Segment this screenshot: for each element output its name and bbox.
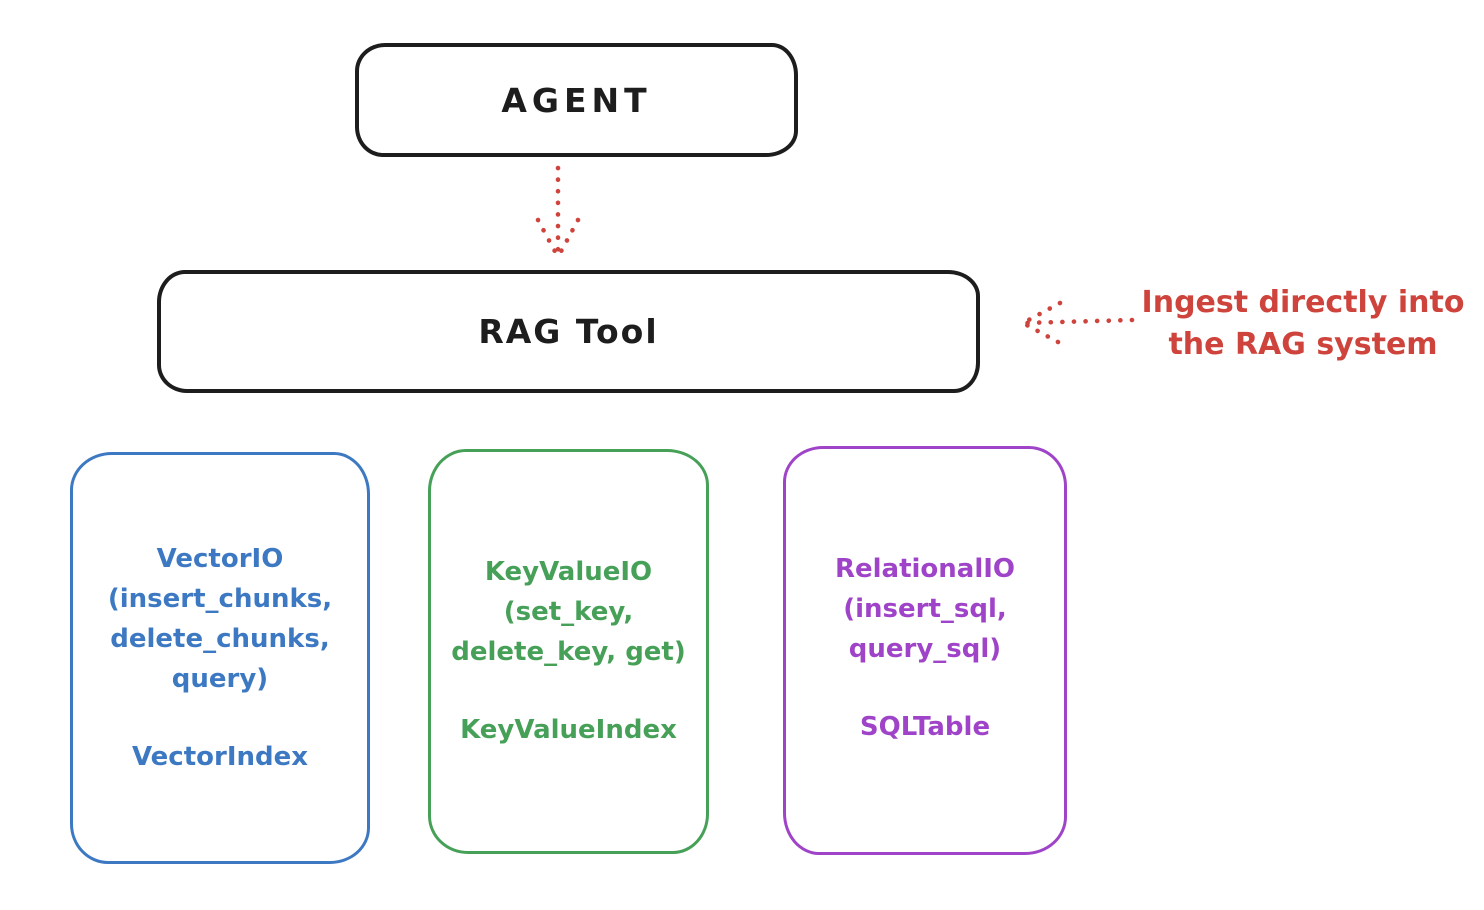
keyvalue-index-label: KeyValueIndex [460,715,677,745]
vector-io-box: VectorIO (insert_chunks, delete_chunks, … [70,452,370,864]
agent-box: AGENT [355,43,798,157]
ingest-annotation: Ingest directly into the RAG system [1128,282,1478,366]
ingest-annotation-line2: the RAG system [1168,327,1438,362]
keyvalue-io-box-title: KeyValueIO [484,557,653,587]
sql-table-label: SQLTable [859,712,991,742]
keyvalue-io-box: KeyValueIO (set_key, delete_key, get) Ke… [428,449,709,854]
keyvalue-io-methods-line: delete_key, get) [451,637,686,667]
dashed-arrow-left-icon [1020,300,1135,345]
ingest-annotation-line1: Ingest directly into [1141,285,1465,320]
keyvalue-io-methods-line: (set_key, [503,597,634,627]
vector-io-methods-line: delete_chunks, [110,624,330,654]
dashed-arrow-down-icon [535,165,581,260]
relational-io-methods-line: query_sql) [848,634,1002,664]
agent-box-label: AGENT [501,80,652,120]
relational-io-box-methods: (insert_sql, query_sql) [843,589,1007,669]
rag-tool-box: RAG Tool [157,270,980,393]
relational-io-methods-line: (insert_sql, [843,594,1007,624]
relational-io-box: RelationalIO (insert_sql, query_sql) SQL… [783,446,1067,855]
vector-io-methods-line: query) [171,664,269,694]
keyvalue-io-box-methods: (set_key, delete_key, get) [451,592,686,672]
vector-index-label: VectorIndex [131,742,309,772]
relational-io-box-title: RelationalIO [834,554,1016,584]
vector-io-box-methods: (insert_chunks, delete_chunks, query) [108,579,332,699]
vector-io-methods-line: (insert_chunks, [107,584,333,614]
rag-tool-box-label: RAG Tool [478,312,659,351]
vector-io-box-title: VectorIO [156,544,284,574]
